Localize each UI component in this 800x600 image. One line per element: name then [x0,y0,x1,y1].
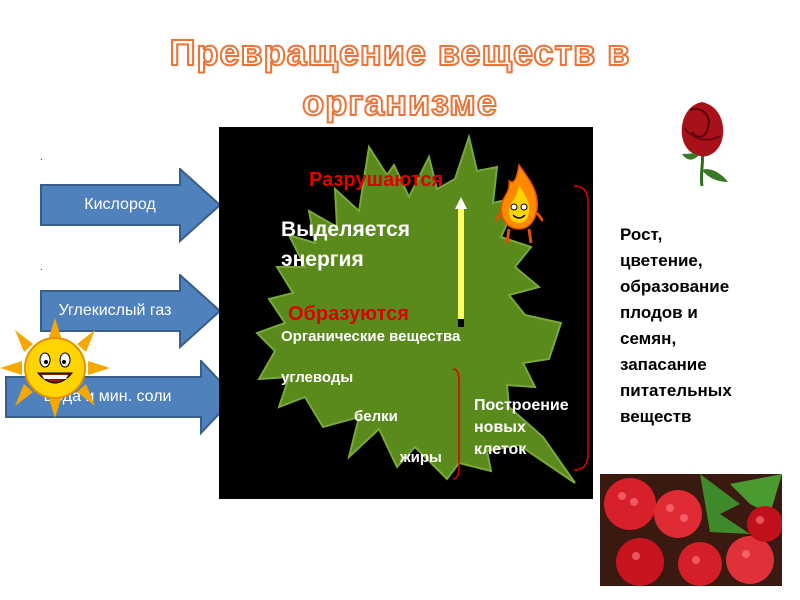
right-bracket [573,185,589,471]
build-cells-label: Построение новых клеток [474,395,569,461]
arrow-right-icon [40,168,222,244]
energy-line-2: энергия [281,248,364,271]
smiling-sun-image [0,318,110,418]
flame-character-image [495,163,543,244]
energy-label: Выделяется энергия [281,215,410,275]
organic-substances-label: Органические вещества [281,328,461,345]
oxygen-label: Кислород [84,196,156,213]
growth-line: образование [620,277,730,296]
energy-line-1: Выделяется [281,218,411,241]
growth-line: питательных [620,381,732,400]
rose-flower-image [681,102,728,187]
carbohydrates-label: углеводы [281,369,354,386]
growth-line: плодов и [620,303,698,322]
proteins-label: белки [354,408,398,425]
growth-line: запасание [620,355,707,374]
growth-line: цветение, [620,251,703,270]
build-line-2: новых [474,419,526,436]
bullet-mark: . [40,152,43,163]
fats-label: жиры [400,449,442,466]
build-line-1: Построение [474,397,569,414]
title-line-2: организме [301,81,498,124]
oxygen-arrow: Кислород [40,168,222,244]
growth-line: Рост, [620,225,663,244]
raspberries-picture [600,474,782,586]
slide-title: Превращение веществ в организме [100,28,700,128]
leaf-panel: Разрушаются Выделяется энергия Образуютс… [219,127,593,499]
growth-line: семян, [620,329,677,348]
co2-arrow: Углекислый газ [40,274,222,350]
maple-leaf-image [255,133,576,484]
bullet-mark: . [40,262,43,273]
title-line-1: Превращение веществ в [169,31,631,74]
growth-description: Рост, цветение, образование плодов и сем… [620,222,790,430]
growth-line: веществ [620,407,692,426]
water-salts-label: Вода и мин. соли [43,388,172,405]
build-line-3: клеток [474,441,527,458]
arrow-right-icon [40,274,222,350]
co2-label: Углекислый газ [58,302,172,319]
raspberries-image [600,474,782,586]
destroyed-label: Разрушаются [309,169,444,191]
formed-label: Образуются [288,303,409,325]
inner-bracket [452,368,460,480]
